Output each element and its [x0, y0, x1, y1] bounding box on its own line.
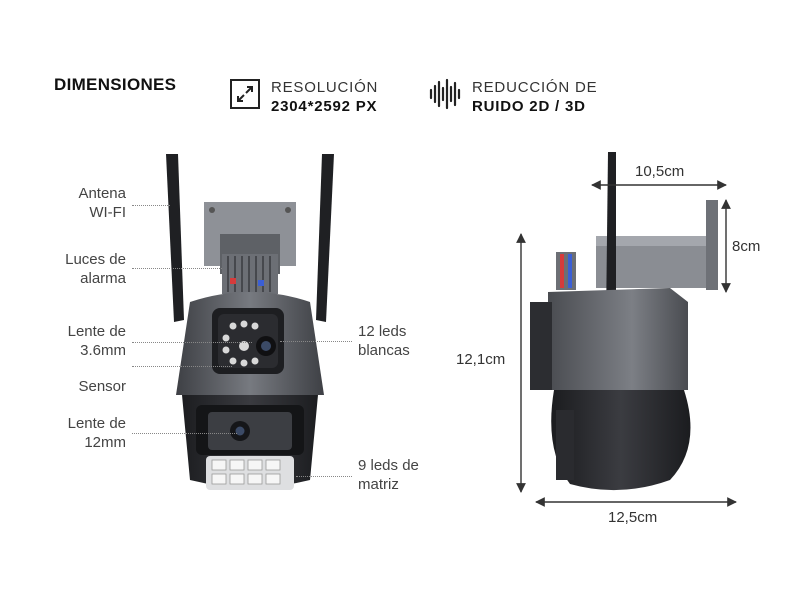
label-alarm-line2: alarma [80, 270, 126, 287]
leader-sensor [132, 366, 232, 367]
resolution-value: 2304*2592 PX [271, 98, 378, 115]
waveform-icon [429, 78, 461, 110]
label-alarm-line1: Luces de [65, 251, 126, 268]
noise-label: REDUCCIÓN DE [472, 79, 598, 96]
label-antenna-line2: WI-FI [89, 204, 126, 221]
dim-width: 12,5cm [608, 509, 658, 526]
label-antenna-line1: Antena [78, 185, 126, 202]
label-lens12-line2: 12mm [84, 434, 126, 451]
label-lens36-line1: Lente de [67, 323, 126, 340]
camera-side-illustration [530, 152, 718, 491]
label-leds12: 12 leds blancas [358, 322, 458, 360]
dim-height: 12,1cm [456, 351, 506, 368]
leader-leds9 [296, 476, 352, 477]
leader-alarm [132, 268, 222, 269]
label-leds9-line1: 9 leds de [358, 457, 419, 474]
resolution-label: RESOLUCIÓN [271, 79, 379, 96]
dim-bracket: 8cm [732, 238, 761, 255]
label-alarm: Luces de alarma [30, 250, 126, 288]
label-sensor: Sensor [78, 378, 126, 395]
camera-front-illustration [166, 154, 334, 490]
label-leds12-line1: 12 leds [358, 323, 407, 340]
leader-lens36 [132, 342, 252, 343]
label-lens12: Lente de 12mm [30, 414, 126, 452]
label-lens12-line1: Lente de [67, 415, 126, 432]
leader-antenna [132, 205, 170, 206]
page-title: DIMENSIONES [54, 75, 177, 94]
label-lens36: Lente de 3.6mm [30, 322, 126, 360]
leader-lens12 [132, 433, 237, 434]
expand-icon [230, 79, 260, 109]
noise-block: REDUCCIÓN DE RUIDO 2D / 3D [472, 78, 597, 116]
leader-leds12 [280, 341, 352, 342]
label-leds9: 9 leds de matriz [358, 456, 458, 494]
label-antenna: Antena WI-FI [40, 184, 126, 222]
label-leds12-line2: blancas [358, 342, 410, 359]
dim-depth: 10,5cm [635, 163, 685, 180]
noise-value: RUIDO 2D / 3D [472, 98, 586, 115]
label-leds9-line2: matriz [358, 476, 399, 493]
resolution-block: RESOLUCIÓN 2304*2592 PX [271, 78, 378, 116]
label-lens36-line2: 3.6mm [80, 342, 126, 359]
